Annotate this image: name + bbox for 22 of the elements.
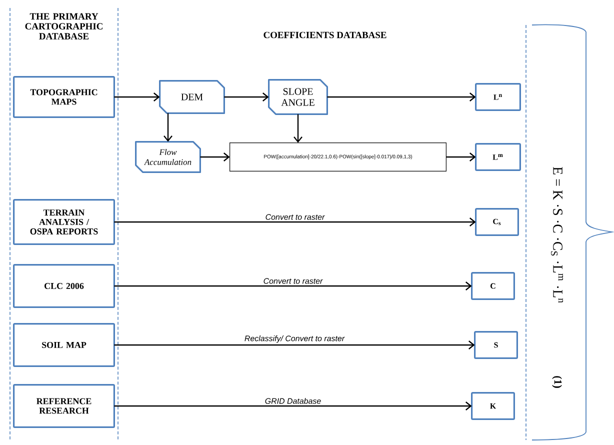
equation: E = K ·S ·C ·C$_{S}$ ·L$^{m}$ ·L$^{n}$ xyxy=(550,166,564,303)
arrow xyxy=(114,92,160,102)
arrow xyxy=(446,152,476,162)
arrow xyxy=(114,340,475,350)
process-box: SLOPE ANGLE xyxy=(268,79,328,115)
arrow xyxy=(294,114,302,143)
arrow xyxy=(114,218,476,226)
arrow xyxy=(114,282,472,290)
column-heading: COEFFICIENTS DATABASE xyxy=(264,32,386,38)
process-box: SOIL MAP xyxy=(13,323,115,367)
arrow xyxy=(224,92,269,102)
process-box: DEM xyxy=(159,80,225,114)
arrow xyxy=(114,402,472,410)
process-box: REFERENCE RESEARCH xyxy=(13,384,115,428)
process-box: CLC 2006 xyxy=(13,264,115,308)
process-box: TOPOGRAPHIC MAPS xyxy=(13,76,115,118)
process-box: Flow Accumulation xyxy=(135,141,201,173)
arrow xyxy=(200,152,230,162)
process-box: TERRAIN ANALYSIS / OSPA REPORTS xyxy=(13,199,115,245)
arrow xyxy=(164,113,172,142)
arrow xyxy=(327,92,476,102)
equation-number: (1) xyxy=(552,376,562,388)
